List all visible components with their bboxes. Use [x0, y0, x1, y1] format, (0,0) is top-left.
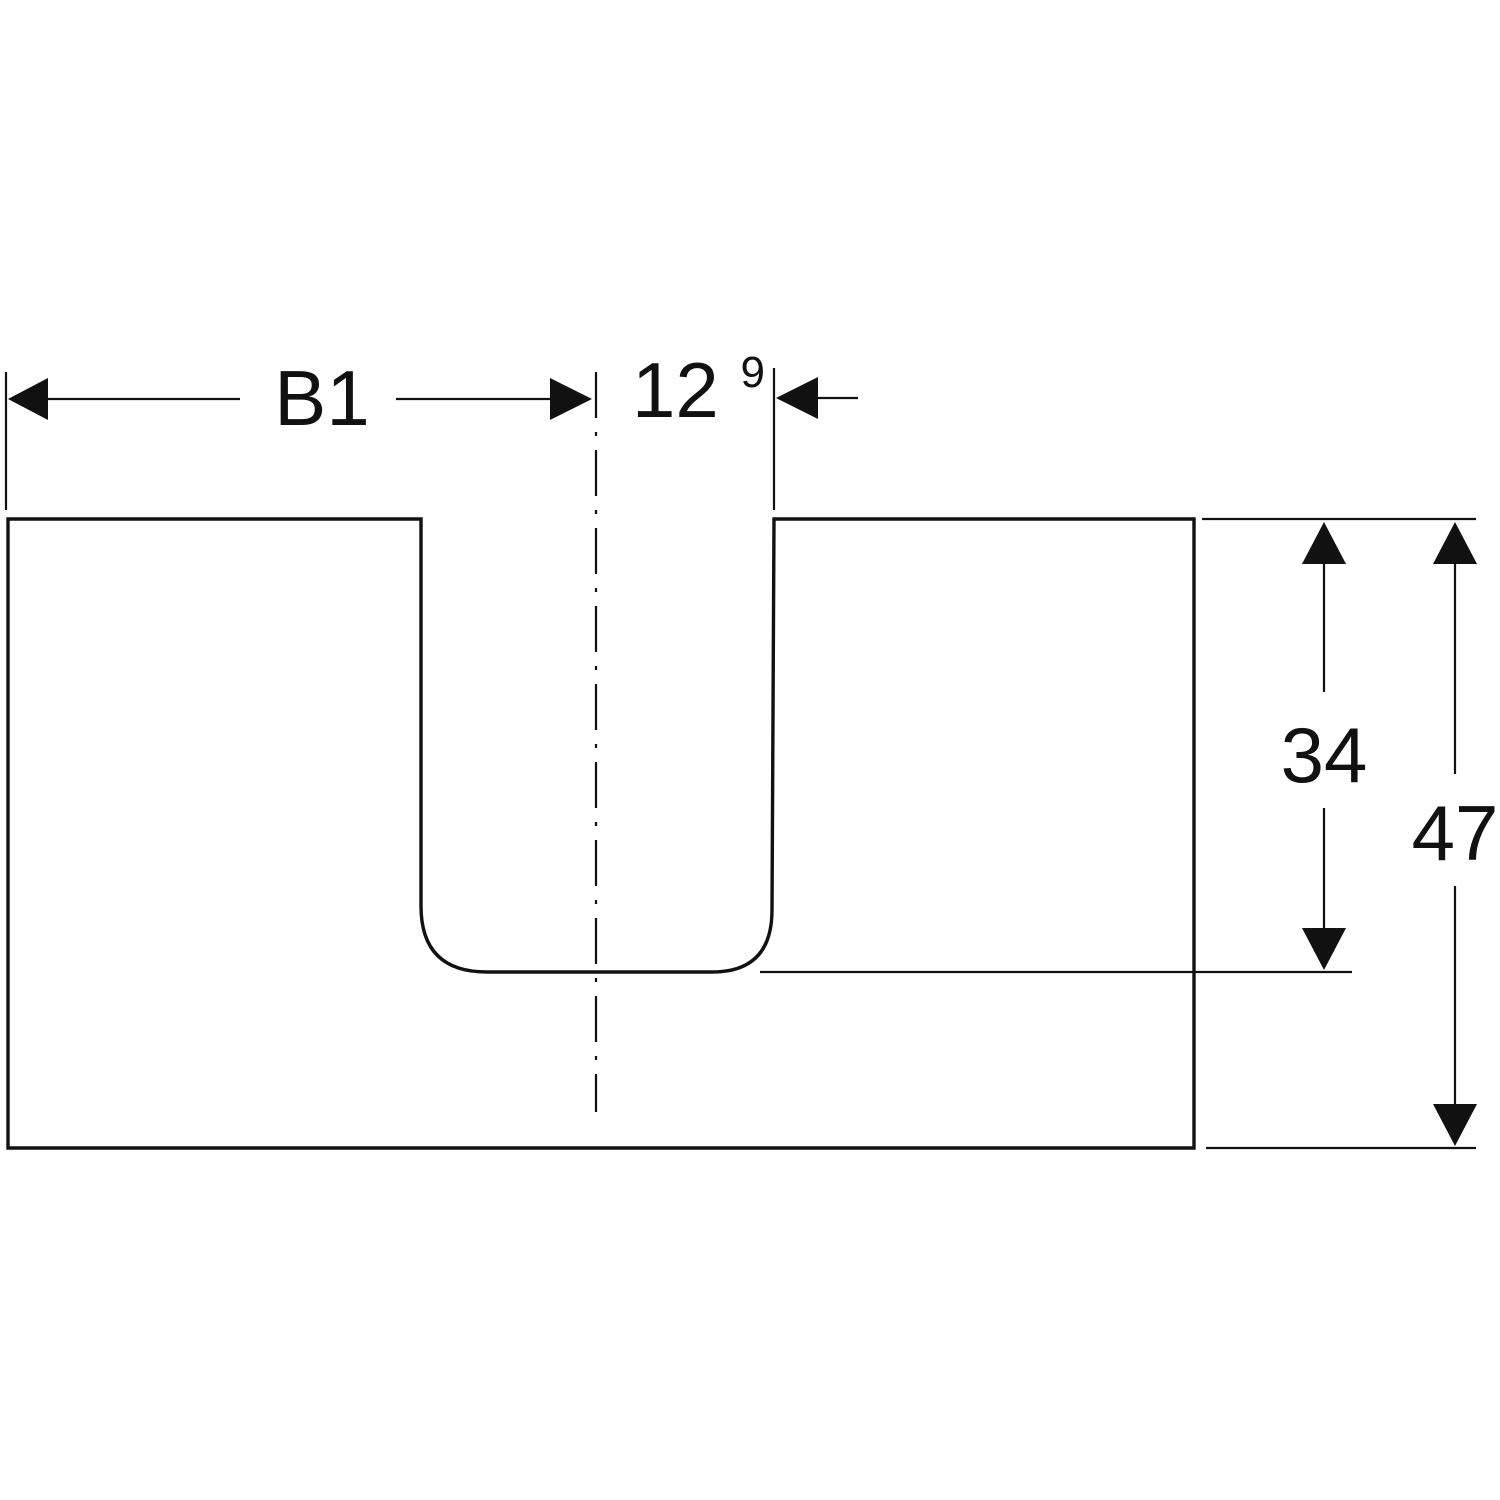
cutout-depth-top-arrowhead: [1302, 522, 1346, 564]
cutout-width-dimension: 12 9: [632, 346, 858, 434]
cutout-width-arrowhead: [776, 377, 818, 419]
cutout-width-main-text: 12: [632, 346, 719, 434]
cabinet-outline: [6, 517, 1196, 1150]
total-depth-bottom-arrowhead: [1433, 1104, 1477, 1146]
cutout-depth-bottom-arrowhead: [1302, 928, 1346, 970]
total-depth-dimension: 47: [1412, 522, 1499, 1146]
b1-dimension: B1: [8, 354, 592, 442]
cutout-depth-dimension: 34: [1281, 522, 1368, 970]
cutout-width-superscript: 9: [740, 348, 764, 397]
b1-left-arrowhead: [8, 378, 48, 420]
b1-right-arrowhead: [550, 378, 592, 420]
total-depth-top-arrowhead: [1433, 522, 1477, 564]
b1-label: B1: [274, 354, 369, 442]
cutout-width-label: 12 9: [632, 346, 765, 434]
cutout-depth-label: 34: [1281, 711, 1368, 799]
total-depth-label: 47: [1412, 789, 1499, 877]
